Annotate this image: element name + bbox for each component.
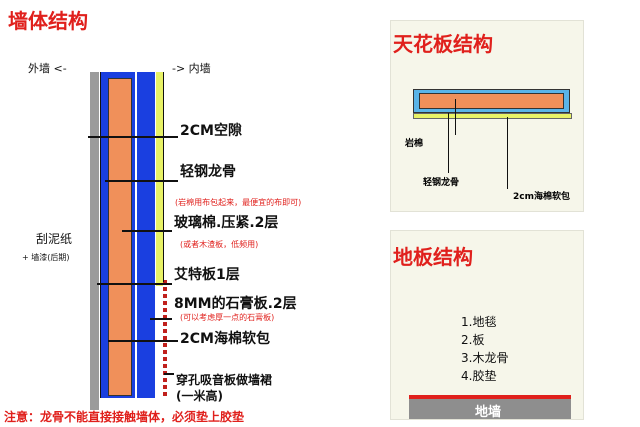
pointer-steel-stud: [105, 180, 178, 182]
inner-edge-line: [163, 72, 164, 282]
pointer-ceiling-stud: [448, 113, 449, 173]
label-one-meter-high: (一米高): [176, 389, 223, 403]
stud-frame-inner: [137, 72, 155, 398]
perforated-acoustic-panel: [163, 280, 167, 398]
label-perforated-panel: 穿孔吸音板做墙裙: [176, 373, 273, 387]
left-label-mud-paper: 刮泥纸: [36, 232, 73, 246]
pointer-air-gap: [88, 136, 178, 138]
floor-item-board: 2.板: [461, 333, 485, 347]
foam-board-layer: [156, 72, 163, 286]
floor-top-layer: [409, 395, 571, 399]
pointer-gypsum: [150, 318, 172, 320]
glass-wool-layer: [108, 78, 132, 396]
pointer-perforated: [164, 373, 174, 375]
pointer-foam: [108, 340, 178, 342]
exterior-wall-layer: [90, 72, 99, 410]
floor-panel: 地板结构 1.地毯 2.板 3.木龙骨 4.胶垫 地墙: [390, 230, 584, 420]
inner-wall-label: -> 内墙: [172, 62, 211, 75]
pointer-ceiling-rock-wool: [455, 99, 456, 135]
ceiling-label-stud: 轻钢龙骨: [423, 178, 460, 188]
ceiling-label-foam: 2cm海棉软包: [513, 192, 570, 202]
floor-base-block: [409, 399, 571, 419]
ceiling-foam: [413, 113, 572, 119]
floor-item-joist: 3.木龙骨: [461, 351, 509, 365]
outer-wall-label: 外墙 <-: [28, 62, 67, 75]
pointer-glass-wool: [122, 230, 172, 232]
warning-note: 注意：龙骨不能直接接触墙体，必须垫上胶垫: [4, 410, 245, 424]
note-chipboard: (或者木渣板，低频用): [180, 240, 259, 249]
floor-base-label: 地墙: [475, 405, 502, 420]
ceiling-panel: 天花板结构 岩棉 轻钢龙骨 2cm海棉软包: [390, 20, 584, 212]
label-steel-stud: 轻钢龙骨: [180, 164, 236, 180]
label-glass-wool: 玻璃棉.压紧.2层: [174, 215, 279, 231]
note-thicker-gypsum: (可以考虑厚一点的石膏板): [180, 313, 275, 322]
label-air-gap: 2CM空隙: [180, 123, 242, 139]
ceiling-structure-title: 天花板结构: [393, 32, 493, 56]
wall-structure-title: 墙体结构: [8, 9, 88, 33]
wall-edge-line: [100, 72, 101, 398]
note-rock-wool: (岩棉用布包起来，最便宜的布即可): [175, 198, 302, 207]
pointer-etex-board: [97, 283, 172, 285]
label-gypsum-board: 8MM的石膏板.2层: [174, 296, 297, 312]
floor-structure-title: 地板结构: [393, 245, 473, 269]
label-etex-board: 艾特板1层: [174, 267, 240, 283]
ceiling-label-rock-wool: 岩棉: [405, 139, 424, 149]
pointer-ceiling-foam: [507, 117, 508, 189]
floor-item-rubber-pad: 4.胶垫: [461, 369, 497, 383]
floor-item-carpet: 1.地毯: [461, 315, 497, 329]
left-label-wall-paint: + 墙漆(后期): [22, 253, 70, 262]
label-foam-padding: 2CM海棉软包: [180, 331, 270, 347]
ceiling-rock-wool: [419, 93, 564, 109]
